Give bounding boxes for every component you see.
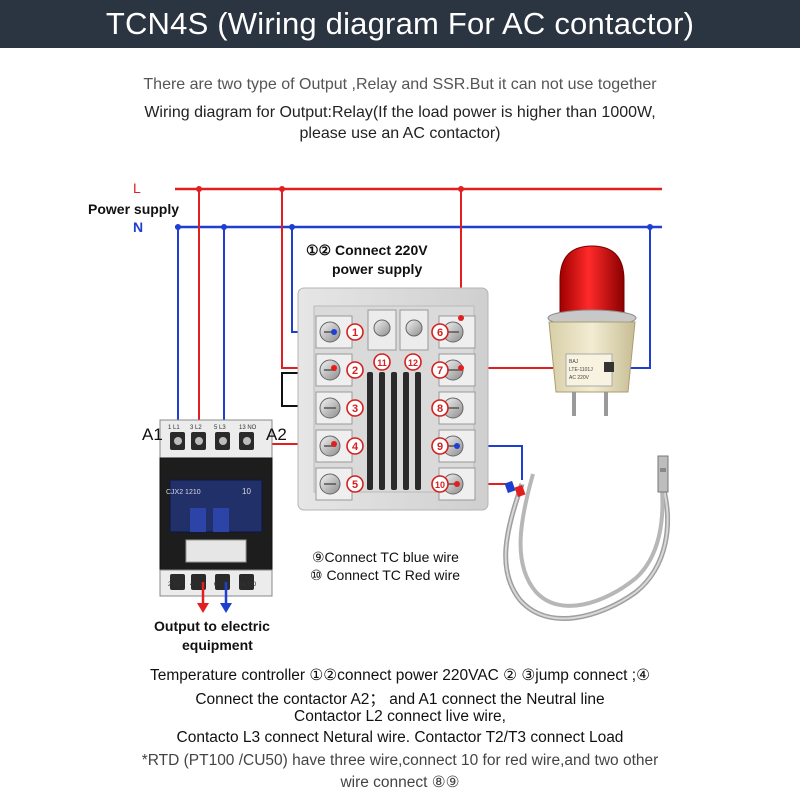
contactor-mark-l3: 5 L3 xyxy=(214,425,226,431)
contactor-mark-l1: 1 L1 xyxy=(168,425,180,431)
contactor-mark-no2: 14 NO xyxy=(239,582,257,588)
supply-rails: L Power supply N xyxy=(88,180,662,235)
tc-blue-callout: ⑨Connect TC blue wire xyxy=(312,549,459,565)
output-arrow-red xyxy=(197,603,209,613)
live-label: L xyxy=(133,180,141,196)
terminal-marker-7: 7 xyxy=(431,361,449,379)
thermocouple-probe xyxy=(503,455,671,621)
terminal-number: 9 xyxy=(437,441,443,453)
note-line-5: *RTD (PT100 /CU50) have three wire,conne… xyxy=(141,752,659,769)
terminal-number: 2 xyxy=(352,365,358,377)
beacon-dome xyxy=(559,245,625,319)
note-line-4: Contacto L3 connect Netural wire. Contac… xyxy=(176,729,624,746)
contactor-rating: 10 xyxy=(242,487,251,496)
terminal-marker-12: 12 xyxy=(404,353,422,371)
beacon-plate-brand: BAJ xyxy=(569,359,579,365)
power-callout-line-1: ①② Connect 220V xyxy=(306,242,428,258)
beacon-plate-model: LTE-1101J xyxy=(569,367,593,373)
terminal-marker-5: 5 xyxy=(346,475,364,493)
contactor-mark-no: 13 NO xyxy=(239,425,257,431)
a1-label: A1 xyxy=(142,425,163,444)
terminal-marker-6: 6 xyxy=(431,323,449,341)
power-supply-label: Power supply xyxy=(88,201,179,217)
title-banner: TCN4S (Wiring diagram For AC contactor) xyxy=(0,0,800,48)
terminal-marker-2: 2 xyxy=(346,361,364,379)
note-line-3: Contactor L2 connect live wire, xyxy=(294,708,506,725)
output-arrow-blue xyxy=(220,603,232,613)
terminal-marker-4: 4 xyxy=(346,437,364,455)
intro-line-1: There are two type of Output ,Relay and … xyxy=(143,76,657,93)
terminal-number: 12 xyxy=(408,358,418,368)
contactor-mark-t1: 2 T1 xyxy=(168,582,181,588)
terminal-number: 4 xyxy=(352,441,359,453)
tc-red-callout: ⑩ Connect TC Red wire xyxy=(310,567,460,583)
terminal-marker-10: 10 xyxy=(431,475,449,493)
note-line-1: Temperature controller ①②connect power 2… xyxy=(150,667,650,684)
contactor-mark-t2: 4 T2 xyxy=(190,582,203,588)
intro-line-2: Wiring diagram for Output:Relay(If the l… xyxy=(144,104,656,121)
note-line-2: Connect the contactor A2； and A1 connect… xyxy=(195,691,605,708)
note-line-6: wire connect ⑧⑨ xyxy=(340,774,460,791)
ac-contactor: A1 A2 1 L1 3 L2 5 L3 13 NO CJX2 1210 10 … xyxy=(142,419,287,613)
terminal-marker-11: 11 xyxy=(373,353,391,371)
contactor-mark-l2: 3 L2 xyxy=(190,425,202,431)
terminal-marker-1: 1 xyxy=(346,323,364,341)
temperature-controller xyxy=(297,287,489,511)
intro-line-3: please use an AC contactor) xyxy=(299,125,501,142)
output-callout-line-1: Output to electric xyxy=(154,618,270,634)
terminal-number: 8 xyxy=(437,403,443,415)
contactor-model: CJX2 1210 xyxy=(166,489,201,496)
terminal-number: 10 xyxy=(435,480,445,490)
page-title: TCN4S (Wiring diagram For AC contactor) xyxy=(105,6,695,41)
power-callout-line-2: power supply xyxy=(332,261,422,277)
terminal-number: 1 xyxy=(352,327,358,339)
a2-label: A2 xyxy=(266,425,287,444)
terminal-marker-9: 9 xyxy=(431,437,449,455)
output-callout-line-2: equipment xyxy=(182,637,253,653)
terminal-number: 11 xyxy=(377,358,387,368)
terminal-marker-8: 8 xyxy=(431,399,449,417)
warning-beacon: BAJ LTE-1101J AC 220V xyxy=(547,245,637,416)
terminal-number: 5 xyxy=(352,479,358,491)
terminal-number: 6 xyxy=(437,327,443,339)
contactor-mark-t3: 6 T3 xyxy=(214,582,227,588)
terminal-number: 3 xyxy=(352,403,358,415)
beacon-plate-voltage: AC 220V xyxy=(569,375,590,381)
terminal-number: 7 xyxy=(437,365,443,377)
terminal-marker-3: 3 xyxy=(346,399,364,417)
neutral-label: N xyxy=(133,219,143,235)
